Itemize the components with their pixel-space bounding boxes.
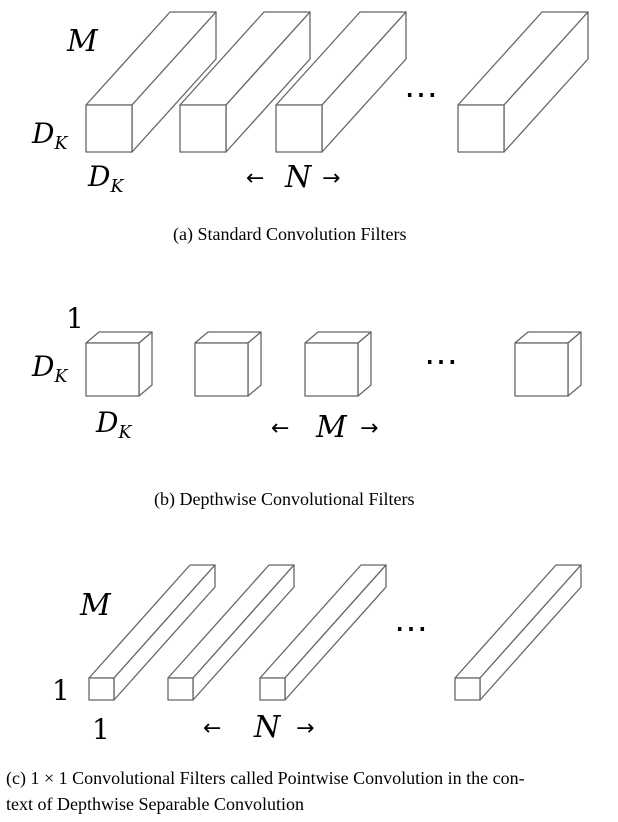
panel-c-count-label: N: [254, 710, 281, 745]
panel-a-left-arrow: ←: [246, 166, 265, 191]
panel-b-caption: (b) Depthwise Convolutional Filters: [154, 489, 415, 509]
panel-a-filter-2-front: [179, 104, 227, 153]
panel-c-left-arrow: ←: [203, 716, 222, 741]
panel-a-width-label: DK: [88, 160, 124, 198]
panel-b-filter-3-front: [304, 342, 359, 397]
panel-a-caption: (a) Standard Convolution Filters: [173, 224, 407, 244]
panel-a-filter-3-front: [275, 104, 323, 153]
panel-b-height-label: DK: [32, 350, 68, 388]
panel-c-filter-1-front: [88, 677, 115, 701]
panel-b-filter-3-side: [357, 331, 372, 397]
panel-a-depth-label: M: [67, 24, 98, 59]
panel-c-filter-3-front: [259, 677, 286, 701]
panel-c-caption-line-1: (c) 1 × 1 Convolutional Filters called P…: [6, 768, 525, 788]
panel-b-filter-1-front: [85, 342, 140, 397]
panel-a-ellipsis: ⋯: [404, 75, 440, 115]
panel-a-filter-1-front: [85, 104, 133, 153]
panel-c-height-label: 1: [52, 674, 70, 707]
panel-b-right-arrow: →: [360, 416, 379, 441]
panel-b-filter-1-side: [138, 331, 153, 397]
panel-b-width-label: DK: [96, 406, 132, 444]
panel-b-depth-label: 1: [66, 302, 84, 335]
panel-b-ellipsis: ⋯: [424, 342, 460, 382]
panel-c-depth-label: M: [80, 588, 111, 623]
panel-b-left-arrow: ←: [271, 416, 290, 441]
panel-b-filter-2-front: [194, 342, 249, 397]
panel-c-filter-4-front: [454, 677, 481, 701]
panel-a-height-label: DK: [32, 117, 68, 155]
panel-a-filter-4-front: [457, 104, 505, 153]
panel-c-right-arrow: →: [296, 716, 315, 741]
panel-b-filter-2-side: [247, 331, 262, 397]
panel-b-filter-4-front: [514, 342, 569, 397]
panel-c-ellipsis: ⋯: [394, 609, 430, 649]
panel-c-width-label: 1: [92, 713, 110, 746]
panel-c-filter-2-front: [167, 677, 194, 701]
panel-c-caption-line-2: text of Depthwise Separable Convolution: [6, 794, 304, 814]
panel-b-count-label: M: [316, 410, 347, 445]
panel-b-filter-4-side: [567, 331, 582, 397]
panel-a-right-arrow: →: [322, 166, 341, 191]
panel-a-count-label: N: [285, 160, 312, 195]
panel-c-filter-4-top: [454, 564, 582, 679]
